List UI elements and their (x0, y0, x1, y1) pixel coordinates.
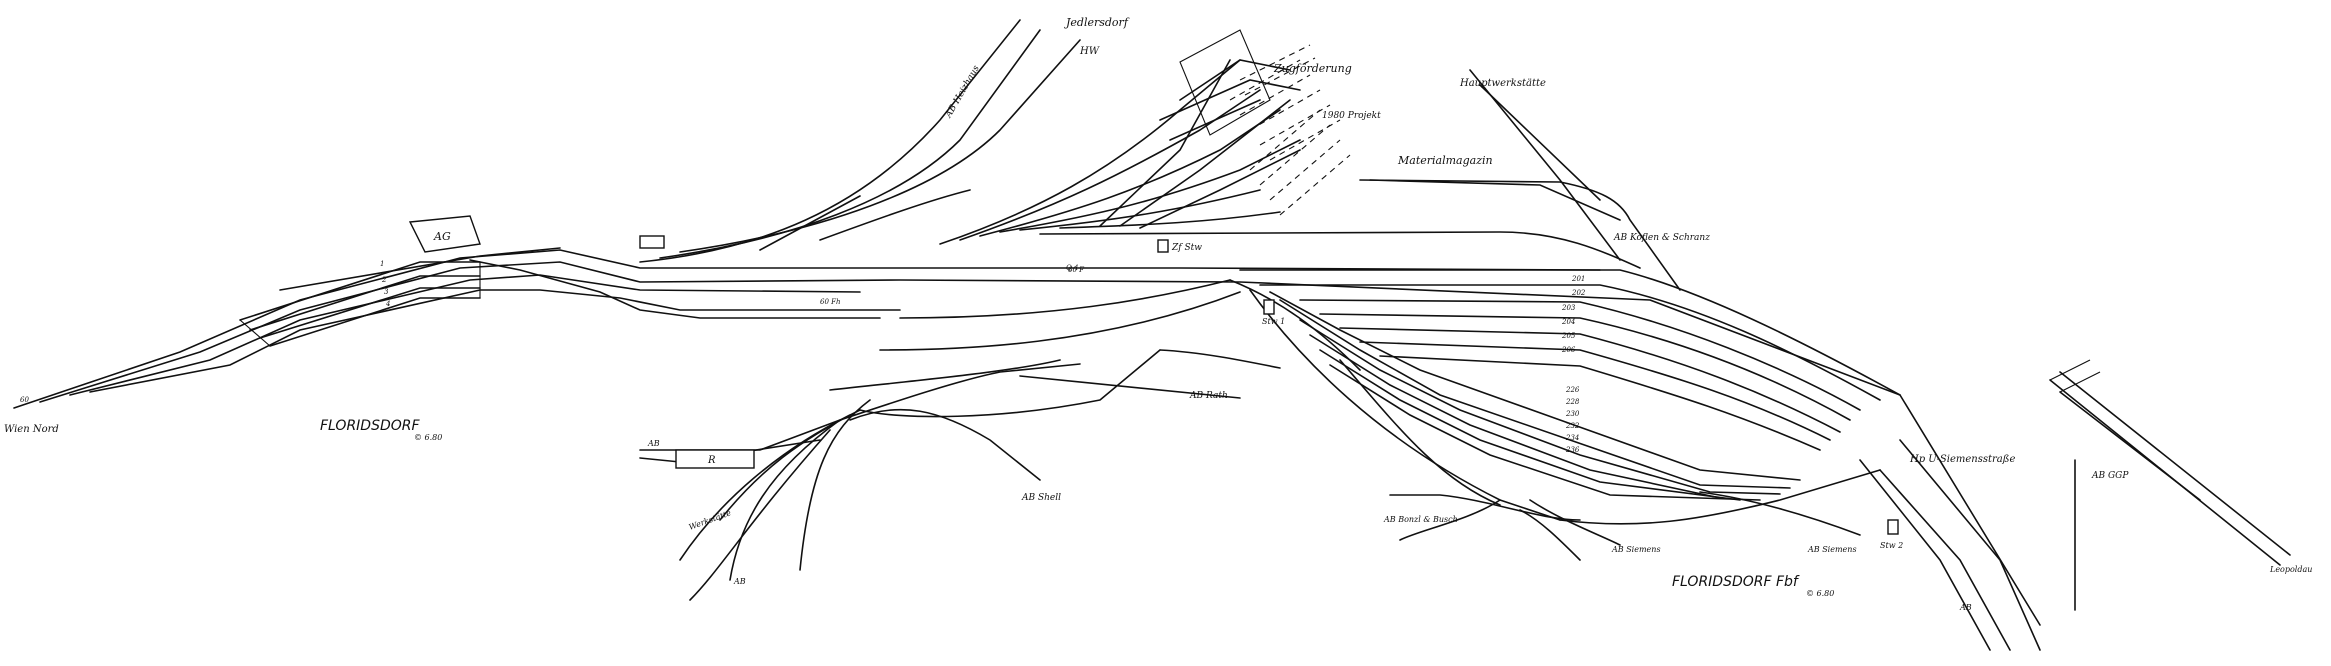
track-no: 203 (1561, 304, 1576, 312)
track-no: 226 (1565, 386, 1580, 394)
label-floridsdorf: FLORIDSDORF (320, 418, 420, 434)
leopoldau-lines (2049, 359, 2291, 611)
label-materialmagazin: Materialmagazin (1397, 154, 1493, 167)
track-no: 202 (1571, 289, 1586, 297)
label-stw2: Stw 2 (1880, 541, 1903, 550)
label-ab-bottom-right: AB (1959, 603, 1972, 612)
label-ab-koflen: AB Koflen & Schranz (1613, 233, 1710, 243)
label-ab-ggp: AB GGP (2091, 471, 2129, 481)
track-no: 206 (1561, 346, 1576, 354)
track-no: 1 (380, 260, 384, 268)
track-no: 228 (1565, 398, 1580, 406)
track-no: 201 (1571, 275, 1585, 283)
lower-loop (639, 279, 1361, 601)
label-signal-60: 60 (20, 396, 29, 404)
label-ab-heizhaus: AB Heizhaus (943, 64, 982, 121)
label-ab-bottom-left: AB (733, 577, 746, 586)
label-ab-left: AB (647, 439, 660, 448)
label-werkstaette: Werkstätte (688, 508, 733, 532)
structures: R (639, 235, 1899, 535)
label-hp-siemens: Hp U-Siemensstraße (1909, 454, 2015, 465)
track-no: 236 (1565, 446, 1580, 454)
workshop-lines (1369, 84, 1621, 221)
north-branch (639, 19, 1081, 263)
label-ab-rath: AB Rath (1189, 391, 1228, 401)
track-numbers: 1 2 3 4 201 202 203 204 205 206 226 228 … (380, 260, 1586, 454)
track-no: 232 (1565, 422, 1580, 430)
label-zugfoerderung: Zugförderung (1273, 62, 1352, 75)
stw1-box (1263, 299, 1275, 315)
label-ab-shell: AB Shell (1021, 493, 1061, 503)
stw2-box (1887, 519, 1899, 535)
track-no: 230 (1565, 410, 1580, 418)
label-ab-siemens-1: AB Siemens (1611, 545, 1661, 554)
ag-building: AG (408, 215, 481, 253)
track-no: 205 (1561, 332, 1576, 340)
ag-label: AG (433, 230, 451, 243)
label-leopoldau: Leopoldau (2269, 565, 2312, 574)
label-signal-60f: 60 F (1068, 266, 1085, 274)
label-ab-siemens-2: AB Siemens (1807, 545, 1857, 554)
siemens-area (1389, 491, 1861, 561)
depot-fan (939, 29, 1351, 245)
label-zfstw: Zf Stw (1171, 243, 1202, 253)
zfstw-box (1157, 239, 1169, 253)
label-ab-bonzl: AB Bonzl & Busch (1383, 515, 1458, 524)
label-signal-q4: Q 4 (1066, 264, 1078, 272)
label-hw: HW (1079, 46, 1100, 57)
track-no: 2 (381, 276, 387, 284)
left-yard (239, 261, 481, 347)
track-no: 3 (384, 288, 389, 296)
label-hauptwerkstaette: Hauptwerkstätte (1459, 78, 1546, 89)
right-yard (1239, 269, 2041, 651)
r-building (675, 449, 755, 469)
label-fbf-date: © 6.80 (1806, 589, 1834, 598)
label-signal-60fh: 60 Fh (820, 298, 841, 306)
track-no: 234 (1565, 434, 1579, 442)
label-wien-nord: Wien Nord (4, 424, 59, 435)
stw-top (639, 235, 665, 249)
label-stw1: Stw 1 (1262, 317, 1285, 326)
label-projekt: 1980 Projekt (1322, 111, 1381, 121)
track-no: 204 (1561, 318, 1575, 326)
main-lines (13, 247, 2041, 626)
track-no: 4 (385, 300, 390, 308)
labels: Jedlersdorf HW AB Heizhaus Zugförderung … (4, 16, 2312, 612)
svg-text:R: R (707, 455, 716, 466)
label-jedlersdorf: Jedlersdorf (1064, 16, 1130, 29)
label-floridsdorf-date: © 6.80 (414, 433, 442, 442)
upper-right-track (1039, 69, 1681, 291)
label-floridsdorf-fbf: FLORIDSDORF Fbf (1672, 574, 1800, 590)
